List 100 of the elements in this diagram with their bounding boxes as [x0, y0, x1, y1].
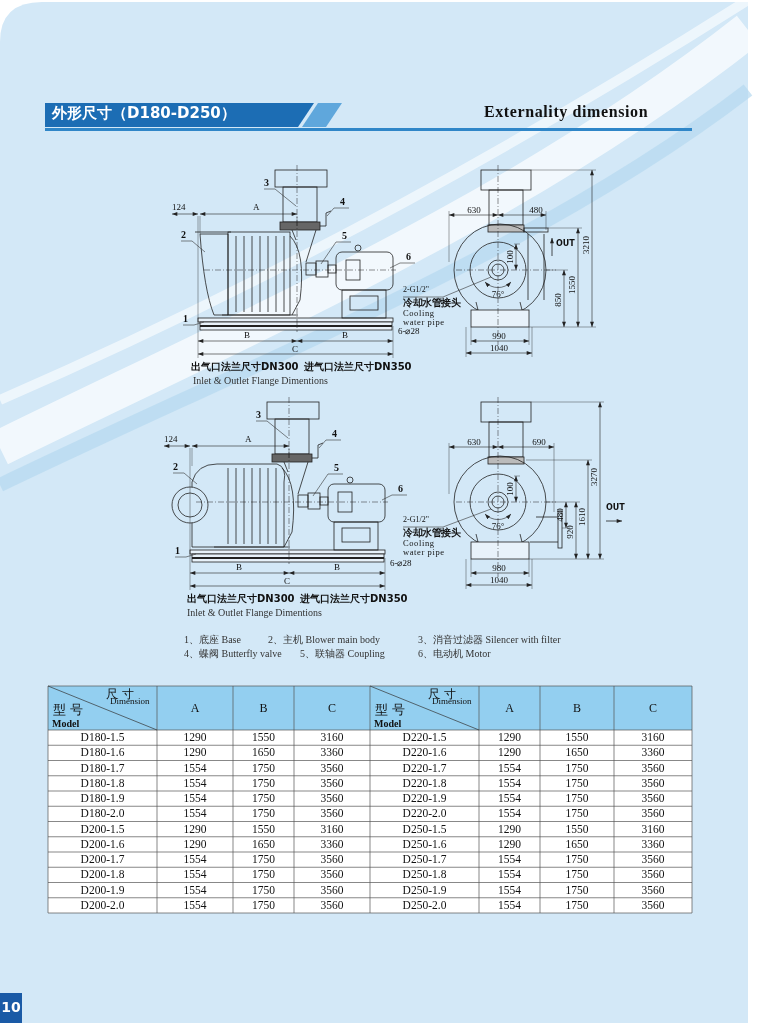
- page-number: 10: [1, 1000, 21, 1014]
- dimension-value: 1554: [498, 899, 521, 912]
- dimension-value: 3560: [320, 884, 344, 896]
- model-name: D250-1.9: [402, 884, 447, 896]
- dimension-label: 980: [492, 564, 506, 573]
- dimension-value: 1750: [252, 762, 275, 774]
- dimension-label: 1040: [490, 344, 508, 353]
- dimension-value: 1750: [252, 793, 275, 805]
- dimension-value: 1550: [252, 823, 275, 835]
- page-title: 外形尺寸（D180-D250）: [52, 106, 236, 121]
- part-list-item: 1、底座 Base: [184, 635, 241, 645]
- model-name: D180-1.9: [80, 793, 125, 805]
- model-name: D180-1.5: [80, 732, 125, 744]
- dimension-label: 630: [467, 206, 481, 215]
- dimension-value: 1554: [183, 777, 207, 790]
- dimension-value: 1290: [183, 838, 207, 851]
- flange-size-note: 进气口法兰尺寸DN350: [304, 362, 412, 372]
- dimension-value: 1650: [252, 838, 275, 851]
- model-heading: Model: [52, 719, 80, 729]
- model-name: D220-1.5: [402, 732, 447, 744]
- pipe-size-label: 2-G1/2": [403, 286, 429, 295]
- dimension-value: 3560: [641, 899, 665, 912]
- dimension-label: 990: [492, 332, 506, 341]
- dimension-value: 1750: [565, 808, 589, 820]
- dimension-value: 1554: [498, 762, 521, 774]
- leader-line: [255, 420, 289, 439]
- leader-line: [320, 241, 352, 265]
- leader-line: [182, 321, 205, 326]
- callout-number: 6: [406, 252, 411, 262]
- part-list-item: 5、联轴器 Coupling: [300, 649, 385, 659]
- dimension-value: 3560: [641, 808, 665, 820]
- dimension-value: 1750: [252, 869, 275, 881]
- flange-size-note: Inlet & Outlet Flange Dimentions: [193, 376, 328, 386]
- dimension-value: 3560: [320, 793, 344, 805]
- flange-size-note: 出气口法兰尺寸DN300: [191, 362, 299, 372]
- dimension-value: 1650: [252, 747, 275, 759]
- dimension-value: 1554: [183, 899, 207, 912]
- dimension-label: 1040: [490, 576, 508, 585]
- leader-line: [318, 439, 342, 449]
- leader-line: [172, 472, 198, 485]
- dimension-value: 3560: [320, 762, 344, 774]
- dimension-value: 3560: [641, 884, 665, 896]
- dimension-heading: 尺 寸: [106, 688, 134, 700]
- dimension-value: 1650: [565, 747, 589, 759]
- dimension-heading: 尺 寸: [428, 688, 456, 700]
- leader-line: [389, 262, 416, 269]
- leader-line: [402, 276, 492, 298]
- dimension-label: 100: [505, 250, 515, 264]
- model-name: D180-1.8: [80, 777, 125, 790]
- dimension-value: 1290: [498, 747, 521, 759]
- model-heading: 型 号: [53, 703, 84, 716]
- model-name: D250-1.8: [402, 869, 447, 881]
- cooling-pipe-label: 冷却水管接头: [403, 298, 460, 309]
- dimension-label: C: [284, 577, 290, 586]
- blower-side-view-drawing: [171, 164, 397, 359]
- dimension-value: 1554: [498, 869, 521, 881]
- model-name: D220-1.9: [402, 793, 447, 805]
- leader-line: [312, 473, 344, 497]
- dimension-value: 3560: [320, 808, 344, 820]
- dimension-label: 76°: [491, 290, 505, 299]
- dimension-label: 850: [553, 293, 563, 307]
- dimension-value: 3560: [320, 854, 344, 866]
- model-name: D200-1.8: [80, 869, 125, 881]
- leader-line: [326, 207, 350, 217]
- model-name: D220-1.7: [402, 762, 447, 774]
- model-name: D200-2.0: [80, 899, 125, 912]
- dimension-value: 1290: [498, 823, 521, 835]
- dimension-value: 1750: [252, 808, 275, 820]
- model-heading: Model: [374, 719, 402, 729]
- dimension-heading: Dimension: [432, 697, 472, 706]
- dimension-value: 3360: [320, 747, 344, 759]
- dimension-value: 1650: [565, 838, 589, 851]
- dimension-value: 1554: [498, 808, 521, 820]
- dimension-value: 1750: [252, 884, 275, 896]
- dimension-value: 1290: [498, 838, 521, 851]
- model-name: D200-1.5: [80, 823, 125, 835]
- dimension-value: 3560: [641, 869, 665, 881]
- dimension-value: 1554: [183, 854, 207, 866]
- dimension-label: 690: [532, 438, 546, 447]
- dimension-value: 3560: [641, 793, 665, 805]
- cooling-pipe-label: Cooling water pipe: [403, 538, 445, 557]
- dimension-value: 1750: [252, 777, 275, 790]
- dimension-value: 3160: [641, 732, 665, 744]
- model-name: D200-1.6: [80, 838, 125, 851]
- dimension-label: B: [342, 331, 348, 340]
- column-heading: A: [505, 702, 514, 714]
- dimension-value: 1290: [183, 732, 207, 744]
- pipe-size-label: 2-G1/2": [403, 516, 429, 525]
- dimension-value: 1750: [565, 899, 589, 912]
- cooling-pipe-label: 冷却水管接头: [403, 528, 460, 539]
- dimension-value: 3160: [320, 732, 344, 744]
- model-name: D250-1.5: [402, 823, 447, 835]
- cooling-pipe-label: Cooling water pipe: [403, 308, 445, 327]
- dimension-value: 3560: [320, 869, 344, 881]
- dimension-value: 3560: [320, 777, 344, 790]
- dimension-label: A: [253, 203, 260, 212]
- dimension-label: 100: [505, 482, 515, 496]
- dimension-value: 1750: [565, 884, 589, 896]
- leader-line: [402, 508, 492, 528]
- dimension-value: 3360: [320, 838, 344, 851]
